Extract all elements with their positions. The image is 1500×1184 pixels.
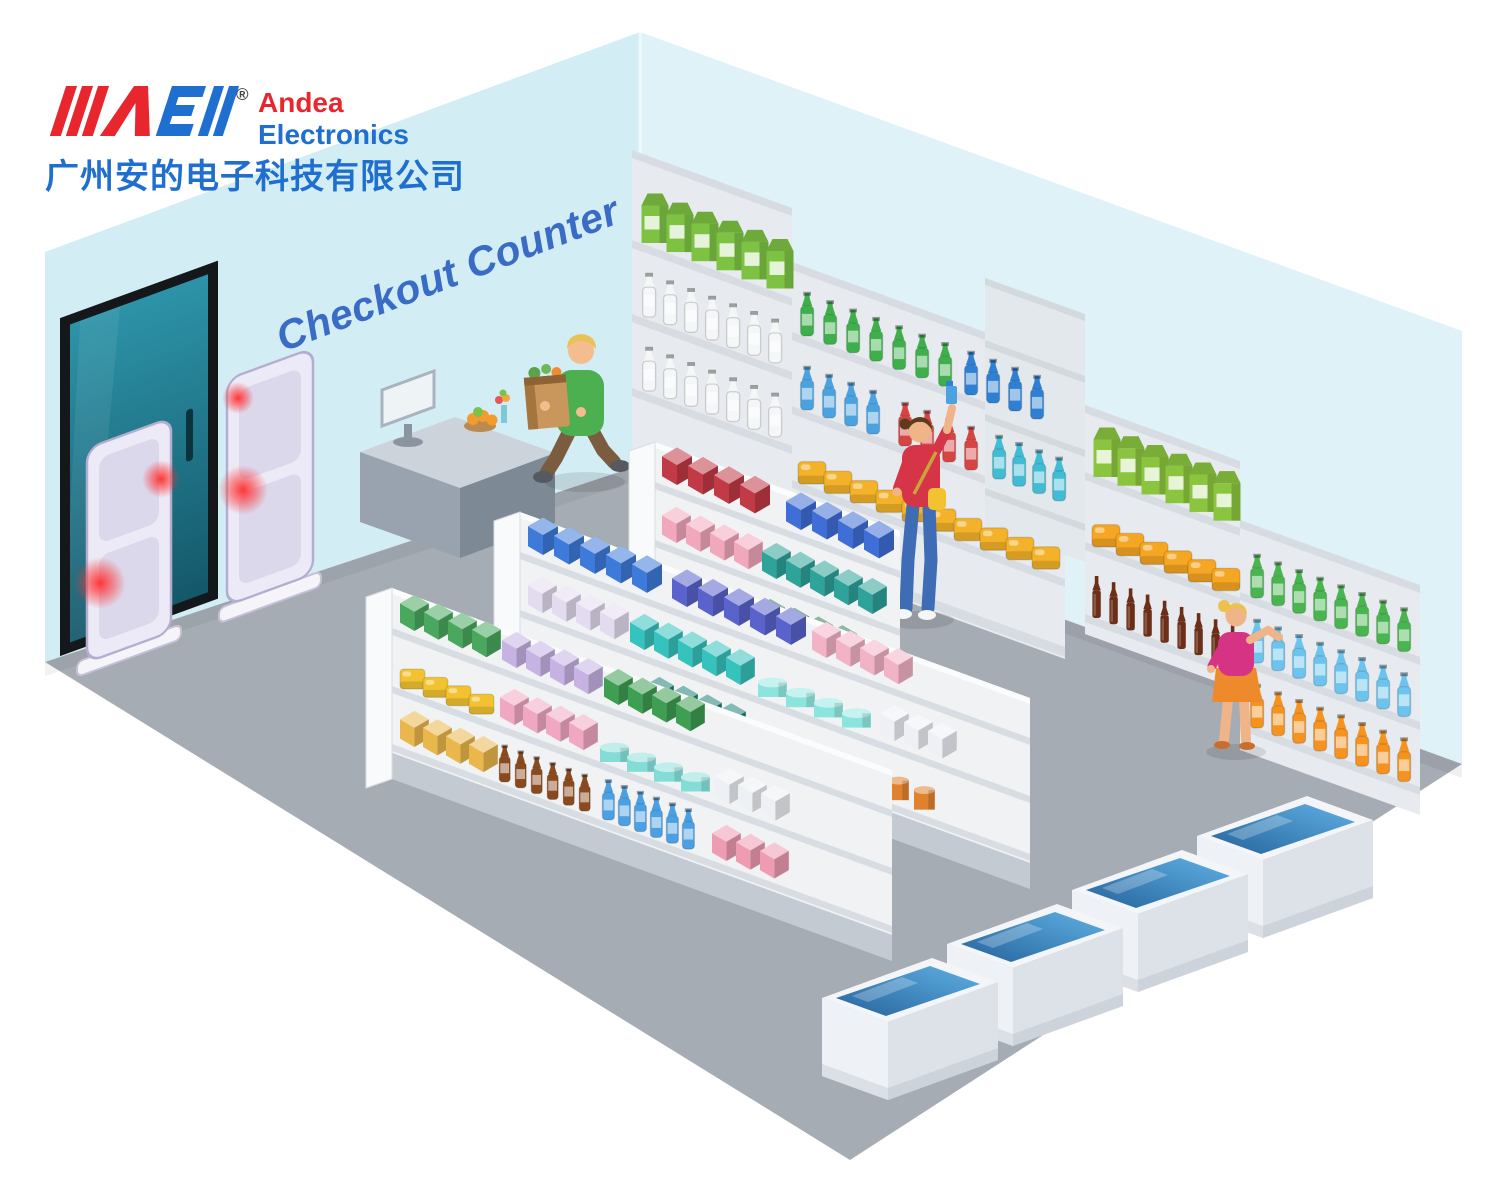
- product-item: [953, 517, 983, 542]
- product-item: [1213, 471, 1241, 521]
- spray-bottle: [946, 386, 957, 404]
- shopper-man: [523, 334, 630, 492]
- product-item: [1005, 536, 1035, 561]
- brand-name-line2: Electronics: [258, 119, 409, 150]
- logo: ® Andea Electronics 广州安的电子科技有限公司: [45, 85, 465, 196]
- product-item: [814, 698, 843, 718]
- product-item: [445, 685, 472, 707]
- product-item: [641, 193, 669, 243]
- product-item: [1093, 427, 1121, 477]
- product-item: [1117, 436, 1145, 486]
- product-item: [1165, 453, 1193, 504]
- product-item: [666, 202, 694, 253]
- product-item: [600, 742, 629, 762]
- product-item: [758, 677, 787, 697]
- product-item: [691, 211, 719, 262]
- product-item: [399, 668, 426, 690]
- shopper-woman-red: [882, 381, 957, 629]
- woman-blonde-skirt: [1212, 668, 1262, 702]
- security-gate-left: [74, 420, 182, 677]
- registered-trademark: ®: [236, 85, 249, 104]
- product-item: [786, 687, 815, 708]
- product-item: [914, 786, 935, 810]
- product-item: [422, 676, 449, 698]
- product-item: [766, 239, 794, 289]
- product-item: [1031, 546, 1061, 570]
- woman-blonde-head: [1225, 605, 1247, 627]
- product-item: [654, 762, 683, 782]
- man-head: [568, 338, 594, 364]
- product-item: [627, 752, 656, 772]
- shopper-woman-blonde: [1206, 600, 1283, 760]
- desk-front: [360, 452, 460, 558]
- security-gate-right: [218, 350, 322, 623]
- alarm-glow: [74, 557, 126, 609]
- product-item: [1141, 444, 1169, 495]
- company-name-cn: 广州安的电子科技有限公司: [45, 158, 465, 196]
- product-item: [797, 460, 827, 485]
- product-item: [849, 479, 879, 504]
- product-item: [1189, 462, 1217, 512]
- product-item: [741, 229, 769, 280]
- pos-monitor: [380, 368, 436, 429]
- brand-name: Andea: [258, 87, 344, 118]
- product-item: [681, 772, 710, 792]
- flower-vase: [501, 405, 507, 423]
- product-item: [1211, 567, 1241, 592]
- alarm-glow: [142, 460, 180, 498]
- woman-red-head: [908, 419, 932, 443]
- monitor-base: [393, 437, 423, 447]
- logo-mark: [49, 86, 240, 136]
- alarm-glow: [222, 382, 254, 414]
- product-item: [979, 527, 1009, 551]
- product-item: [823, 470, 853, 495]
- shoulder-bag: [928, 488, 946, 510]
- product-item: [842, 708, 871, 728]
- door-handle: [186, 408, 193, 462]
- alarm-glow: [218, 465, 268, 515]
- product-item: [716, 220, 744, 271]
- product-item: [468, 693, 495, 715]
